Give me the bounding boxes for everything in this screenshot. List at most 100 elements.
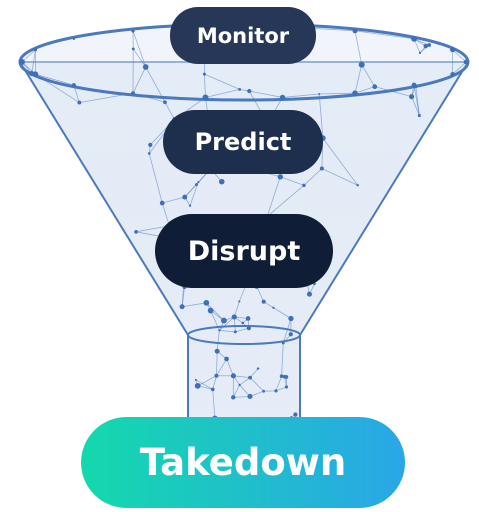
mesh-node [261,299,266,304]
mesh-node [163,100,167,105]
mesh-node [245,316,251,321]
mesh-node [352,28,358,34]
mesh-link [232,384,240,398]
mesh-node [306,291,312,297]
mesh-node [233,330,237,334]
mesh-node [220,317,227,324]
mesh-node [218,329,221,332]
mesh-link [249,368,259,378]
mesh-link [164,102,175,120]
mesh-link [411,96,420,116]
mesh-node [32,71,39,78]
mesh-node [418,51,422,55]
mesh-node [450,72,455,77]
mesh-link [132,66,147,94]
mesh-link [266,176,281,217]
mesh-node [427,43,432,47]
mesh-node [293,412,298,417]
mesh-link [203,74,206,98]
mesh-link [132,48,147,68]
mesh-node [246,326,251,331]
stage-disrupt: Disrupt [155,214,333,288]
mesh-node [238,300,241,303]
mesh-node [202,72,206,76]
mesh-node [194,378,197,381]
funnel-neck-rim [187,325,301,345]
mesh-link [275,386,287,392]
mesh-link [239,384,251,397]
mesh-node [272,306,275,309]
mesh-link [249,377,264,392]
mesh-link [354,64,363,94]
mesh-node [131,91,135,96]
mesh-node [194,183,198,187]
mesh-link [256,286,265,302]
mesh-node [207,307,214,314]
mesh-link [204,73,240,90]
mesh-node [230,373,236,379]
mesh-node [147,152,151,155]
mesh-node [131,47,135,51]
mesh-link [249,90,283,98]
mesh-node [288,332,293,337]
mesh-link [233,301,240,318]
mesh-link [266,185,305,217]
mesh-node [284,385,289,389]
mesh-link [374,86,412,98]
mesh-link [73,85,80,103]
mesh-link [452,61,467,75]
stage-monitor-label: Monitor [196,23,290,48]
mesh-node [202,94,209,101]
mesh-link [212,375,217,390]
mesh-node [358,61,365,68]
mesh-link [35,73,75,86]
mesh-node [231,314,237,320]
mesh-node [288,315,294,322]
mesh-link [219,316,235,331]
mesh-node [463,59,469,65]
stage-predict-label: Predict [194,128,292,156]
mesh-link [216,351,218,376]
mesh-link [413,85,420,116]
mesh-node [284,375,289,379]
mesh-node [319,166,324,171]
mesh-link [216,358,227,376]
mesh-link [189,181,199,206]
mesh-link [354,30,363,65]
mesh-link [205,89,240,98]
mesh-node [71,83,76,88]
mesh-link [282,318,292,344]
mesh-node [214,348,220,354]
mesh-node [256,367,260,370]
mesh-node [450,47,456,53]
mesh-node [262,389,266,393]
stage-predict: Predict [163,110,323,174]
mesh-node [274,389,278,393]
mesh-node [224,356,229,362]
mesh-link [212,389,216,419]
mesh-link [233,396,250,398]
mesh-link [182,302,207,308]
mesh-node [194,382,201,389]
mesh-link [303,168,323,186]
mesh-link [145,66,166,103]
mesh-node [77,100,82,105]
stage-disrupt-label: Disrupt [187,235,301,267]
mesh-node [411,82,417,88]
mesh-link [322,137,359,186]
mesh-node [238,87,242,91]
mesh-link [21,49,36,63]
mesh-link [31,49,36,74]
mesh-node [214,373,219,378]
mesh-node [302,183,306,188]
mesh-link [233,375,251,379]
mesh-node [356,183,359,187]
mesh-link [148,153,163,204]
mesh-link [210,310,220,331]
mesh-link [79,92,134,103]
mesh-node [423,43,428,49]
mesh-node [218,178,225,185]
mesh-node [203,299,210,306]
mesh-node [279,374,284,379]
mesh-node [238,383,241,387]
